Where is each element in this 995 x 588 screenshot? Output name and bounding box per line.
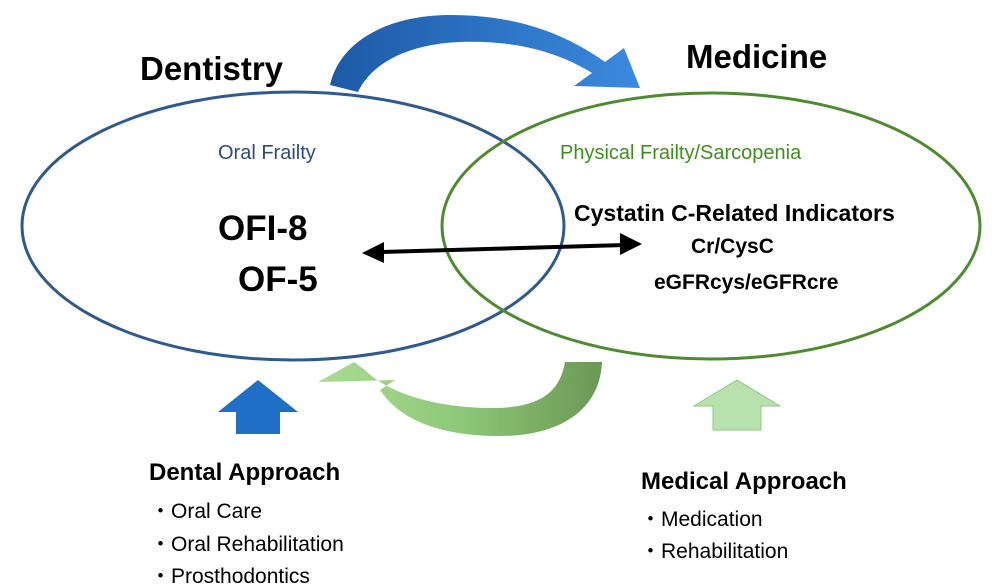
dental-item-oral-care: ・Oral Care: [150, 500, 263, 523]
oral-frailty-ellipse: [20, 90, 566, 362]
top-curved-arrow: [330, 15, 640, 92]
dental-approach-up-arrow: [218, 380, 298, 434]
dental-approach-heading: Dental Approach: [149, 459, 341, 486]
medical-approach-heading: Medical Approach: [641, 468, 847, 495]
dental-item-prosthodontics: ・Prosthodontics: [150, 565, 310, 588]
medicine-title: Medicine: [686, 38, 828, 75]
medical-item-medication: ・Medication: [640, 508, 763, 531]
medical-item-rehabilitation: ・Rehabilitation: [640, 540, 789, 563]
of5-item: OF-5: [238, 260, 318, 299]
ofi8-item: OFI-8: [218, 209, 308, 248]
oral-frailty-label: Oral Frailty: [218, 142, 316, 164]
dentistry-title: Dentistry: [140, 50, 284, 87]
physical-frailty-label: Physical Frailty/Sarcopenia: [560, 142, 802, 164]
physical-frailty-ellipse: [440, 91, 982, 361]
egfr-item: eGFRcys/eGFRcre: [654, 271, 839, 294]
dental-item-oral-rehabilitation: ・Oral Rehabilitation: [150, 533, 344, 556]
bottom-curved-arrow: [318, 362, 602, 436]
medical-approach-up-arrow: [692, 379, 782, 431]
cr-cysc-item: Cr/CysC: [691, 235, 774, 258]
cystatin-heading: Cystatin C-Related Indicators: [574, 200, 895, 226]
double-headed-arrow: [362, 233, 642, 263]
